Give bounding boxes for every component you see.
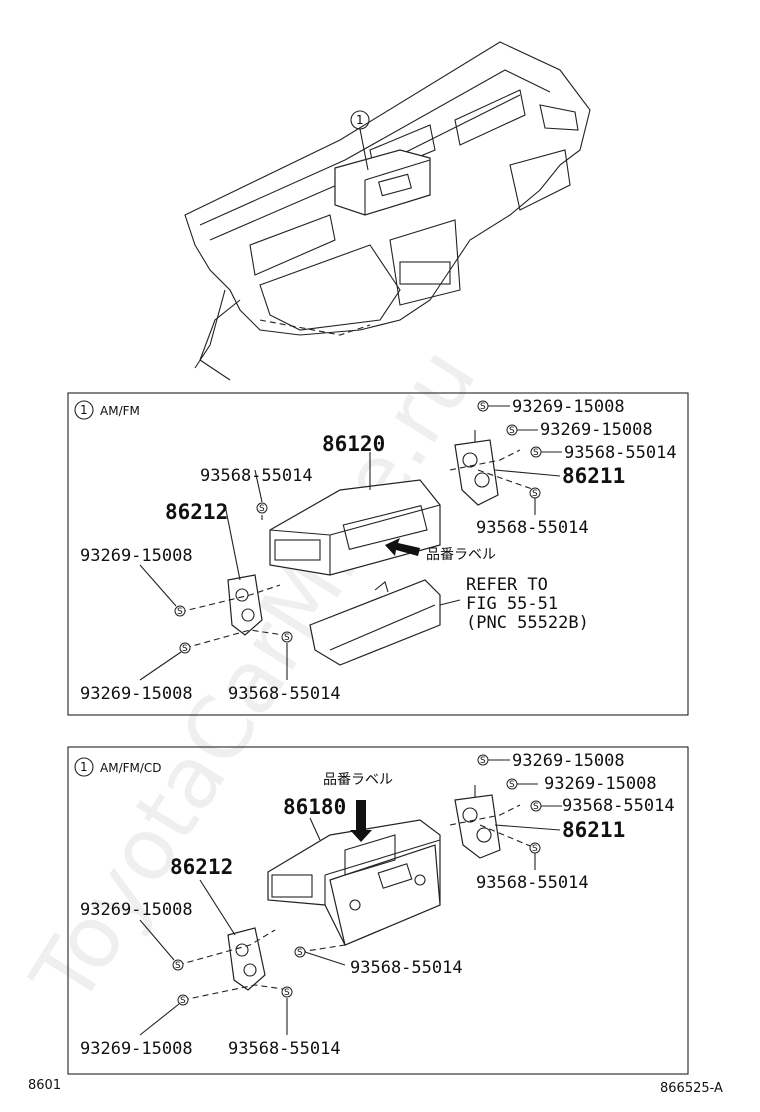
screw-symbol: S xyxy=(294,946,306,958)
screw-symbol: S xyxy=(179,642,191,654)
part-number-left-lower-cd: 93269-15008 xyxy=(80,1039,193,1059)
screw-symbol: S xyxy=(174,605,186,617)
part-number-cd-radio: 86180 xyxy=(283,795,346,819)
part-number-bottom-mid: 93568-55014 xyxy=(228,684,341,704)
part-number-bracket-left: 86212 xyxy=(165,500,228,524)
screw-symbol: S xyxy=(506,424,518,436)
screw-symbol: S xyxy=(530,446,542,458)
svg-text:S: S xyxy=(297,948,303,958)
part-number-right-3-cd: 93568-55014 xyxy=(562,796,675,816)
svg-text:S: S xyxy=(259,504,265,514)
part-number-right-2: 93269-15008 xyxy=(540,420,653,440)
part-number-bracket-left-cd: 86212 xyxy=(170,855,233,879)
svg-text:S: S xyxy=(480,756,486,766)
screw-symbol: S xyxy=(281,986,293,998)
part-number-left-upper: 93269-15008 xyxy=(80,546,193,566)
screw-symbol: S xyxy=(477,400,489,412)
screw-symbol: S xyxy=(281,631,293,643)
screw-symbol: S xyxy=(530,800,542,812)
svg-text:S: S xyxy=(177,607,183,617)
bracket-left-86212-cd xyxy=(227,927,266,991)
footer-right-code: 866525-A xyxy=(660,1081,723,1096)
panel-2-callout-num: 1 xyxy=(80,760,88,774)
part-label-tag: 品番ラベル xyxy=(426,547,496,563)
svg-text:S: S xyxy=(533,802,539,812)
refer-line-3: (PNC 55522B) xyxy=(466,613,589,633)
part-number-left-upper-cd: 93269-15008 xyxy=(80,900,193,920)
radio-unit-86120 xyxy=(269,479,441,576)
screw-symbol: S xyxy=(172,959,184,971)
refer-line-1: REFER TO xyxy=(466,575,548,595)
label-arrow xyxy=(385,538,420,556)
svg-text:S: S xyxy=(533,448,539,458)
screw-symbol: S xyxy=(256,502,268,514)
panel-1-header-label: AM/FM xyxy=(100,404,140,418)
screw-symbol: S xyxy=(177,994,189,1006)
part-number-radio: 86120 xyxy=(322,432,385,456)
part-number-bottom-mid-cd: 93568-55014 xyxy=(228,1039,341,1059)
footer-left-code: 8601 xyxy=(28,1078,61,1093)
overview-callout-num: 1 xyxy=(356,113,364,127)
panel-am-fm-cd-header: 1 AM/FM/CD xyxy=(74,757,162,777)
panel-am-fm-frame xyxy=(67,392,689,716)
screw-symbol: S xyxy=(529,487,541,499)
svg-text:S: S xyxy=(180,996,186,1006)
part-label-tag-cd: 品番ラベル xyxy=(323,772,393,788)
svg-text:S: S xyxy=(532,844,538,854)
screw-symbol: S xyxy=(477,754,489,766)
svg-text:S: S xyxy=(175,961,181,971)
part-number-right-4: 93568-55014 xyxy=(476,518,589,538)
svg-text:S: S xyxy=(182,644,188,654)
radio-unit-86180 xyxy=(267,819,441,946)
dashboard-illustration xyxy=(184,41,591,381)
cd-label-arrow xyxy=(350,800,372,842)
svg-text:S: S xyxy=(509,780,515,790)
part-number-left-lower: 93269-15008 xyxy=(80,684,193,704)
bracket-right-86211-cd xyxy=(454,794,501,859)
panel-1-callout-num: 1 xyxy=(80,403,88,417)
part-number-mid-screw-cd: 93568-55014 xyxy=(350,958,463,978)
overview-callout: 1 xyxy=(350,110,370,171)
panel-am-fm-header: 1 AM/FM xyxy=(74,400,140,420)
part-number-right-3: 93568-55014 xyxy=(564,443,677,463)
svg-text:S: S xyxy=(480,402,486,412)
part-number-right-4-cd: 93568-55014 xyxy=(476,873,589,893)
part-number-screw-top: 93568-55014 xyxy=(200,466,313,486)
svg-text:S: S xyxy=(532,489,538,499)
part-number-right-1-cd: 93269-15008 xyxy=(512,751,625,771)
part-number-right-2-cd: 93269-15008 xyxy=(544,774,657,794)
panel-am-fm-cd-frame xyxy=(67,746,689,1075)
part-number-right-1: 93269-15008 xyxy=(512,397,625,417)
part-number-bracket-right-cd: 86211 xyxy=(562,818,625,842)
svg-text:S: S xyxy=(509,426,515,436)
part-number-bracket-right: 86211 xyxy=(562,464,625,488)
bracket-left-86212 xyxy=(227,574,263,636)
mounting-tray xyxy=(309,579,441,666)
svg-text:S: S xyxy=(284,633,290,643)
screw-symbol: S xyxy=(529,842,541,854)
svg-text:S: S xyxy=(284,988,290,998)
bracket-right-86211 xyxy=(454,439,499,506)
screw-symbol: S xyxy=(506,778,518,790)
refer-line-2: FIG 55-51 xyxy=(466,594,558,614)
panel-2-header-label: AM/FM/CD xyxy=(100,761,162,775)
